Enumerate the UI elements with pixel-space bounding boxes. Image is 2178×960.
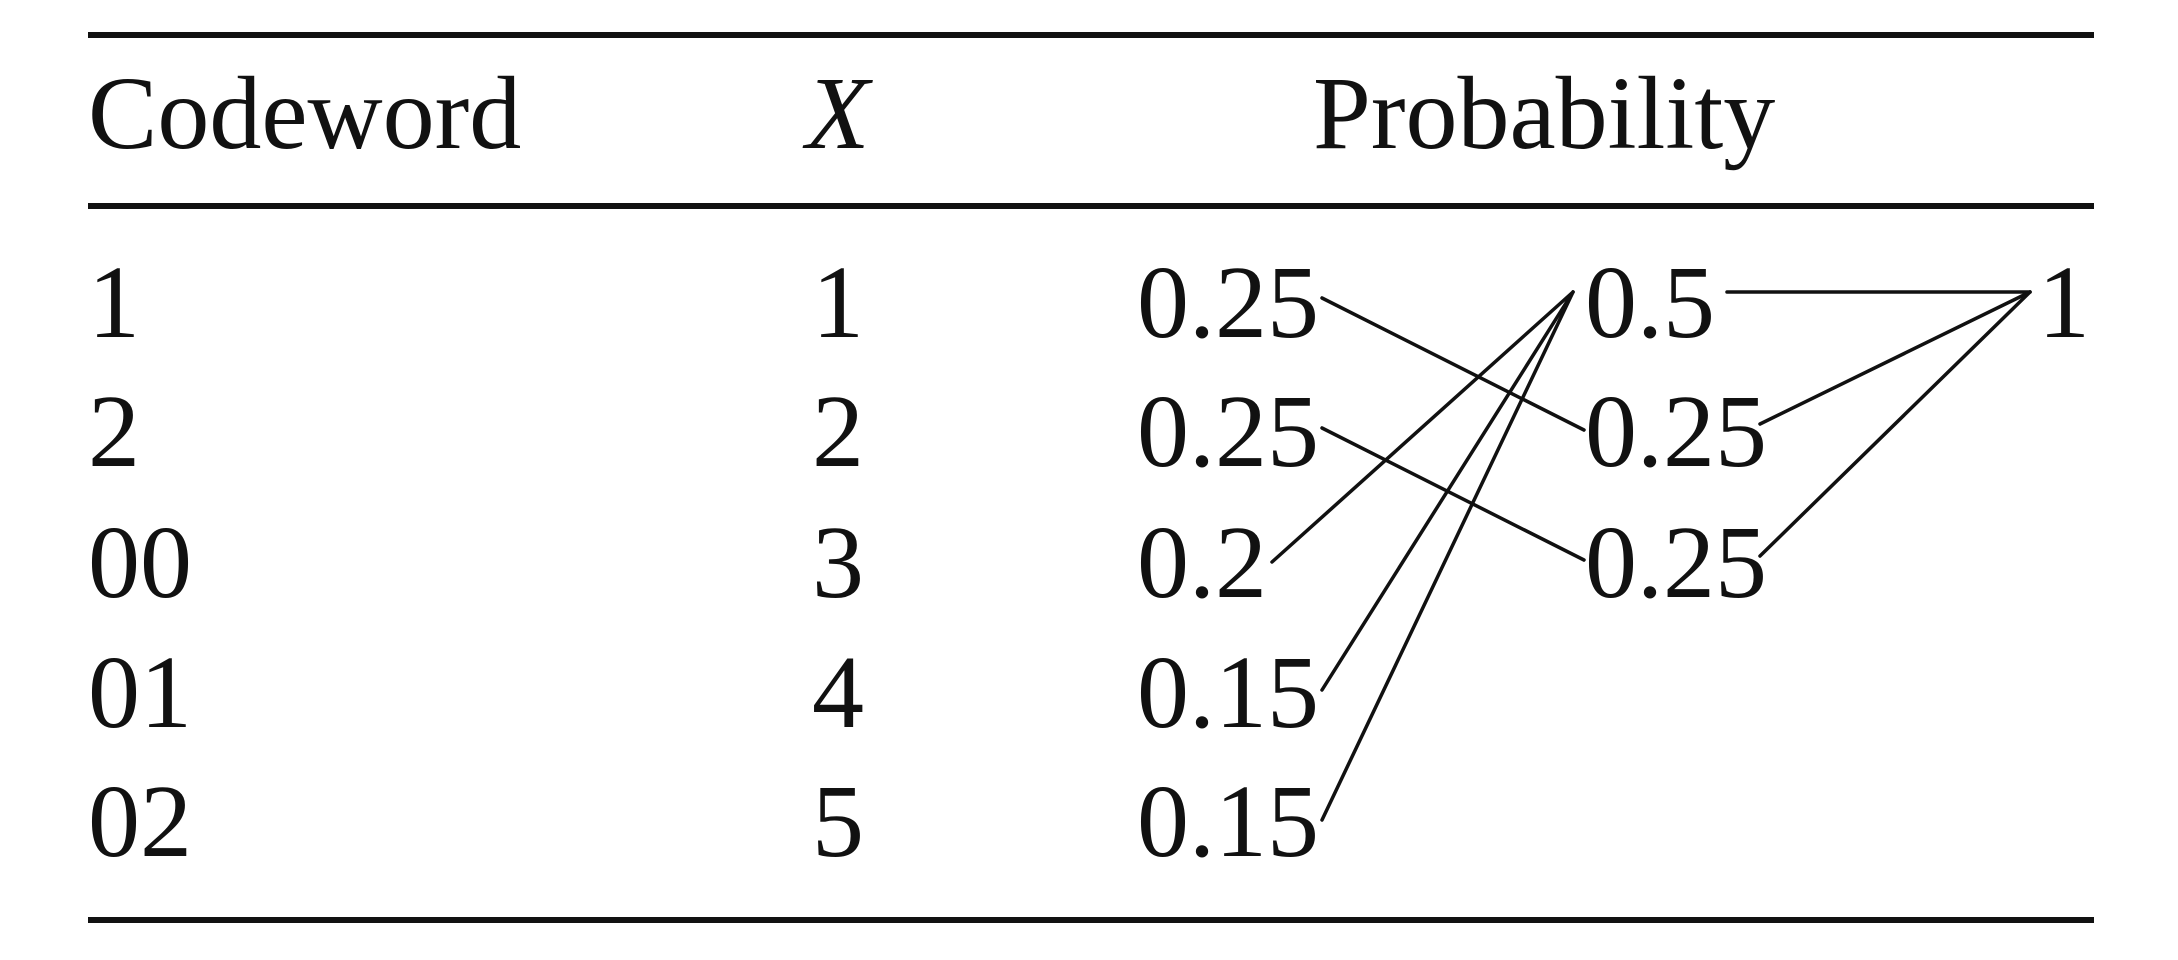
probability-cell: 0.25 bbox=[1137, 374, 1319, 489]
connector-line bbox=[1320, 296, 1586, 432]
x-cell: 5 bbox=[812, 764, 864, 879]
connector-line bbox=[1758, 290, 2032, 426]
probability-cell: 0.15 bbox=[1137, 764, 1319, 879]
codeword-cell: 01 bbox=[88, 635, 192, 750]
stage2-probability: 0.25 bbox=[1585, 374, 1767, 489]
connector-line bbox=[1270, 290, 1575, 564]
x-cell: 3 bbox=[812, 505, 864, 620]
codeword-cell: 2 bbox=[88, 374, 140, 489]
connector-line bbox=[1758, 290, 2032, 558]
stage2-probability: 0.5 bbox=[1585, 245, 1715, 360]
codeword-cell: 02 bbox=[88, 764, 192, 879]
header-probability: Probability bbox=[1313, 56, 1775, 171]
x-cell: 2 bbox=[812, 374, 864, 489]
connector-line bbox=[1320, 426, 1586, 562]
probability-cell: 0.15 bbox=[1137, 635, 1319, 750]
huffman-connectors bbox=[1270, 290, 2032, 822]
stage3-probability: 1 bbox=[2038, 245, 2090, 360]
codeword-cell: 00 bbox=[88, 505, 192, 620]
stage2-probability: 0.25 bbox=[1585, 505, 1767, 620]
connector-line bbox=[1320, 290, 1575, 692]
header-x: X bbox=[802, 56, 873, 171]
probability-cell: 0.2 bbox=[1137, 505, 1267, 620]
connector-line bbox=[1320, 290, 1575, 822]
probability-cell: 0.25 bbox=[1137, 245, 1319, 360]
x-cell: 4 bbox=[812, 635, 864, 750]
codeword-cell: 1 bbox=[88, 245, 140, 360]
x-cell: 1 bbox=[812, 245, 864, 360]
header-codeword: Codeword bbox=[88, 56, 521, 171]
